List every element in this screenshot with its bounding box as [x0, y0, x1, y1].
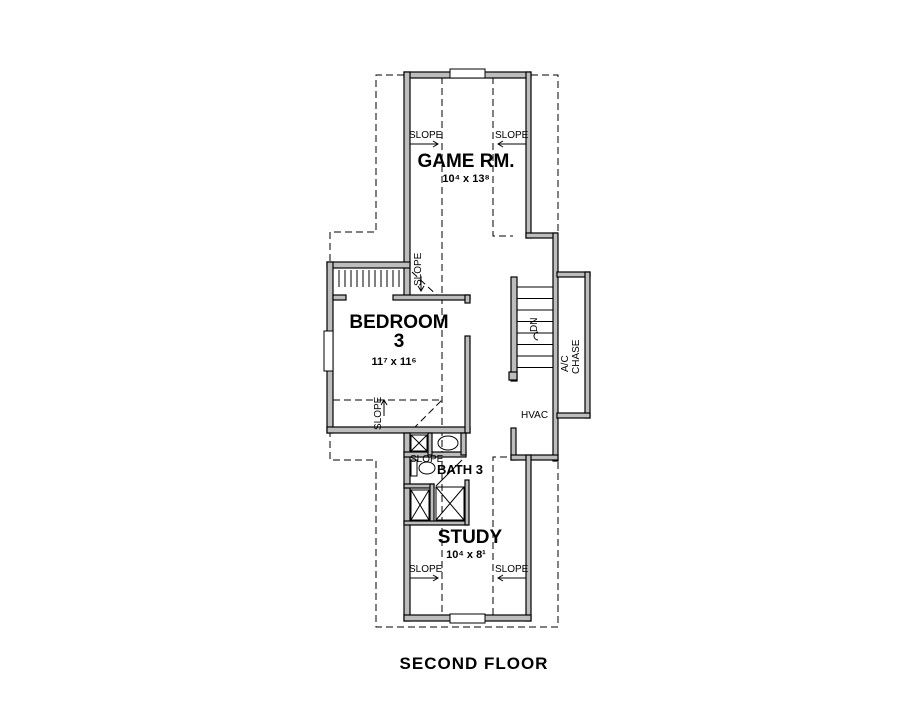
slope-label: SLOPE — [495, 564, 529, 575]
stair-arrow-icon — [533, 331, 539, 341]
slope-label: SLOPE — [495, 130, 529, 141]
slope-label: SLOPE — [373, 396, 384, 430]
roof-outline — [329, 74, 559, 628]
slope-label: SLOPE — [413, 252, 424, 286]
slope-label: SLOPE — [409, 130, 443, 141]
slope-arrows — [380, 140, 526, 582]
bedroom-number: 3 — [394, 331, 405, 352]
study-label: STUDY — [438, 527, 503, 548]
closet-shelf — [338, 270, 400, 287]
bedroom-label: BEDROOM — [349, 312, 448, 333]
slope-label: SLOPE — [409, 564, 443, 575]
ac-chase-line1: A/C — [560, 355, 571, 372]
window-bedroom — [323, 330, 334, 372]
slope-label: SLOPE — [410, 454, 444, 465]
ac-chase-line2: CHASE — [571, 339, 582, 374]
fixtures — [410, 434, 465, 521]
plan-title: SECOND FLOOR — [400, 654, 549, 673]
hvac-label: HVAC — [521, 410, 548, 421]
game-room-label: GAME RM. — [417, 151, 514, 172]
stairs-down-label: DN — [529, 318, 540, 332]
stair-treads — [517, 286, 553, 368]
game-room-dims: 10⁴ x 13⁸ — [442, 173, 489, 185]
window-top — [449, 68, 486, 79]
bath-label: BATH 3 — [437, 462, 483, 477]
window-bottom — [449, 613, 486, 624]
bedroom-dims: 11⁷ x 11⁶ — [371, 356, 416, 368]
study-dims: 10⁴ x 8¹ — [446, 549, 486, 561]
